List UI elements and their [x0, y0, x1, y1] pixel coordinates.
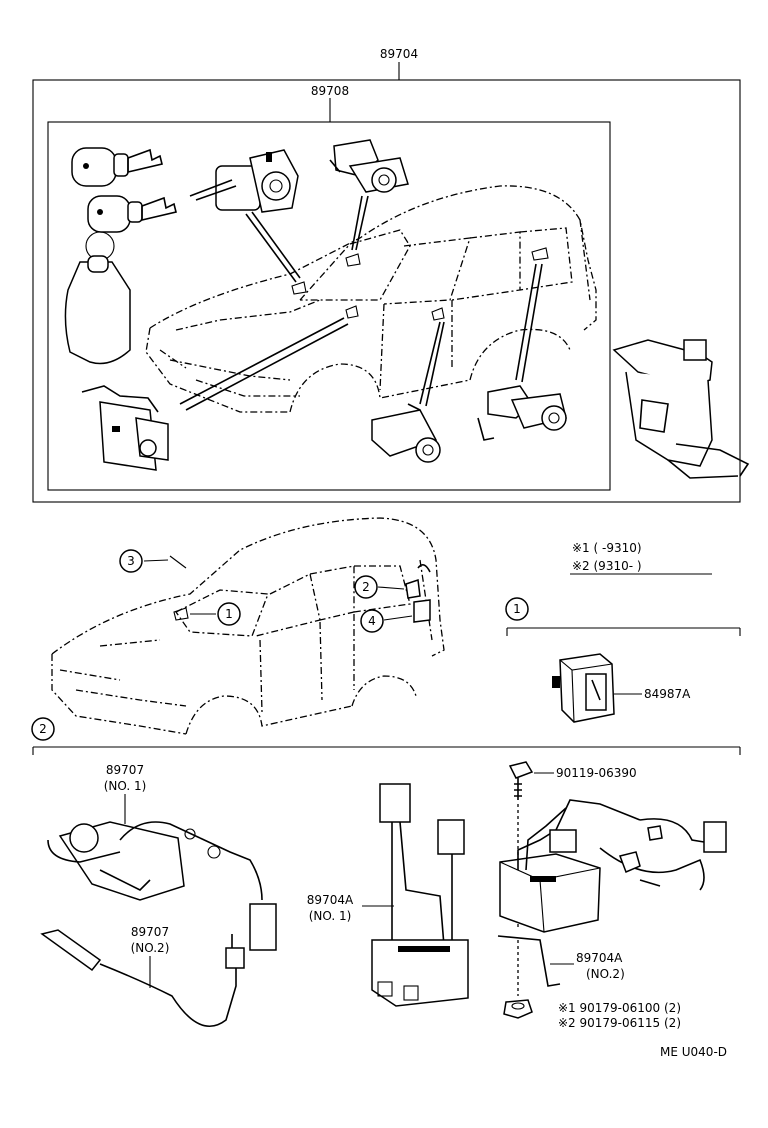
- top-assembly-part-number: 89704: [380, 47, 418, 61]
- lock-position-marker: [345, 305, 359, 319]
- leader-line: [245, 213, 297, 283]
- component-location-marker: [173, 607, 189, 621]
- section-bracket: [32, 746, 741, 755]
- computer-module-icon: [499, 799, 727, 933]
- key-icon: [71, 147, 163, 187]
- sensor1-part-number: 89707: [106, 763, 144, 777]
- computer2-part-number: 89704A: [576, 951, 623, 965]
- computer2-note: (NO.2): [586, 967, 625, 981]
- leader-line: [179, 317, 345, 405]
- component-location-marker: [413, 599, 431, 623]
- nut1-part-number: ※1 90179-06100 (2): [558, 1001, 681, 1015]
- vehicle-outline-middle: [51, 517, 445, 735]
- vehicle-outline-top: [145, 185, 597, 413]
- leader-line: [351, 195, 363, 251]
- callout-circle: [360, 609, 384, 633]
- bolt-part-number: 90119-06390: [556, 766, 637, 780]
- top-assembly-frame: [32, 62, 741, 503]
- ignition-lock-cylinder-icon: [189, 149, 299, 213]
- figure-code: ME U040-D: [660, 1045, 727, 1059]
- callout-leader: [143, 559, 169, 562]
- leader-line: [515, 263, 537, 381]
- callout-label: 2: [362, 580, 370, 594]
- transponder-amplifier-icon: [81, 385, 169, 471]
- legend-line-1: ※1 ( -9310): [572, 541, 642, 555]
- lock-position-marker: [531, 247, 549, 261]
- leader-line: [419, 321, 441, 405]
- nut2-part-number: ※2 90179-06115 (2): [558, 1016, 681, 1030]
- leader-line: [521, 263, 543, 383]
- key-tag-icon: [64, 231, 131, 365]
- callout-leader: [383, 615, 413, 621]
- sub-assembly-part-number: 89708: [311, 84, 349, 98]
- key-icon: [87, 195, 177, 233]
- callout-label: 4: [368, 614, 376, 628]
- lock-position-marker: [291, 281, 307, 295]
- callout-circle: [217, 602, 241, 626]
- leader-line: [251, 211, 301, 279]
- switch-icon: [552, 653, 615, 723]
- leader-line: [425, 321, 445, 407]
- sensor-cable-icon: [40, 929, 245, 1028]
- back-door-lock-icon: [477, 385, 567, 441]
- sensor2-part-number: 89707: [131, 925, 169, 939]
- callout-label: 1: [225, 607, 233, 621]
- door-lock-cylinder-icon: [329, 139, 409, 193]
- bolt-icon: [508, 761, 534, 800]
- legend-line-2: ※2 (9310- ): [572, 559, 642, 573]
- computer-module-icon: [371, 783, 469, 1007]
- nut-icon: [503, 999, 533, 1019]
- leader-line: [355, 195, 369, 251]
- computer-bracket-icon: [497, 935, 561, 987]
- callout-label: 3: [127, 554, 135, 568]
- sensor1-note: (NO. 1): [104, 779, 147, 793]
- computer1-part-number: 89704A: [307, 893, 354, 907]
- sensor2-note: (NO.2): [131, 941, 170, 955]
- section-badge-label: 2: [39, 722, 47, 736]
- component-location-marker: [417, 564, 431, 573]
- section-badge: [505, 597, 529, 621]
- computer1-note: (NO. 1): [309, 909, 352, 923]
- section-bracket: [506, 627, 741, 636]
- sensor-icon: [47, 821, 277, 951]
- component-location-marker: [405, 578, 421, 599]
- section-badge-label: 1: [513, 602, 521, 616]
- section-badge: [31, 717, 55, 741]
- callout-leader: [377, 586, 405, 590]
- lock-bracket-icon: [612, 339, 750, 479]
- lock-position-marker: [345, 253, 361, 267]
- callout-circle: [354, 575, 378, 599]
- leader-line: [185, 323, 349, 411]
- door-lock-cylinder-icon: [371, 403, 441, 463]
- switch-part-number: 84987A: [644, 687, 691, 701]
- callout-circle: [119, 549, 143, 573]
- component-location-marker: [169, 555, 187, 569]
- lock-position-marker: [431, 307, 445, 321]
